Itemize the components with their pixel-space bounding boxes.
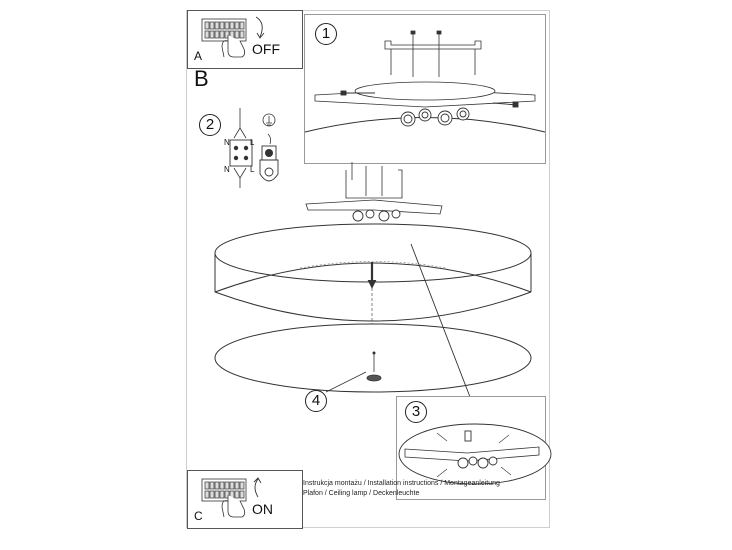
switch-on-illustration: [201, 477, 262, 518]
bulb-fitting-illustration: [398, 423, 552, 485]
footer-caption: Instrukcja montażu / Installation instru…: [303, 479, 500, 499]
wire-n-bottom: N: [224, 165, 230, 174]
panel-step-1: 1: [304, 14, 546, 164]
step-1-number: 1: [315, 23, 337, 45]
panel-step-3: 3: [396, 396, 552, 500]
step-2-number: 2: [199, 114, 221, 136]
footer-line-2: Plafon / Ceiling lamp / Deckenleuchte: [303, 490, 420, 497]
step-4-number: 4: [305, 390, 327, 412]
wire-l-bottom: L: [250, 165, 255, 174]
step-3-number: 3: [405, 401, 427, 423]
switch-off-illustration: [201, 16, 265, 58]
footer-line-1: Instrukcja montażu / Installation instru…: [303, 480, 500, 487]
on-label: ON: [252, 501, 273, 517]
instruction-sheet: [186, 10, 550, 528]
mounting-bracket-illustration: [304, 30, 546, 133]
panel-power-off: A OFF: [187, 10, 303, 69]
panel-a-letter: A: [194, 49, 203, 63]
wiring-connector-illustration: [229, 108, 279, 188]
panel-power-on: C ON: [187, 470, 303, 529]
wire-l-top: L: [250, 138, 255, 147]
off-label: OFF: [252, 41, 280, 57]
panel-c-letter: C: [194, 509, 203, 523]
step-b-label: B: [194, 66, 209, 91]
wire-n-top: N: [224, 138, 230, 147]
